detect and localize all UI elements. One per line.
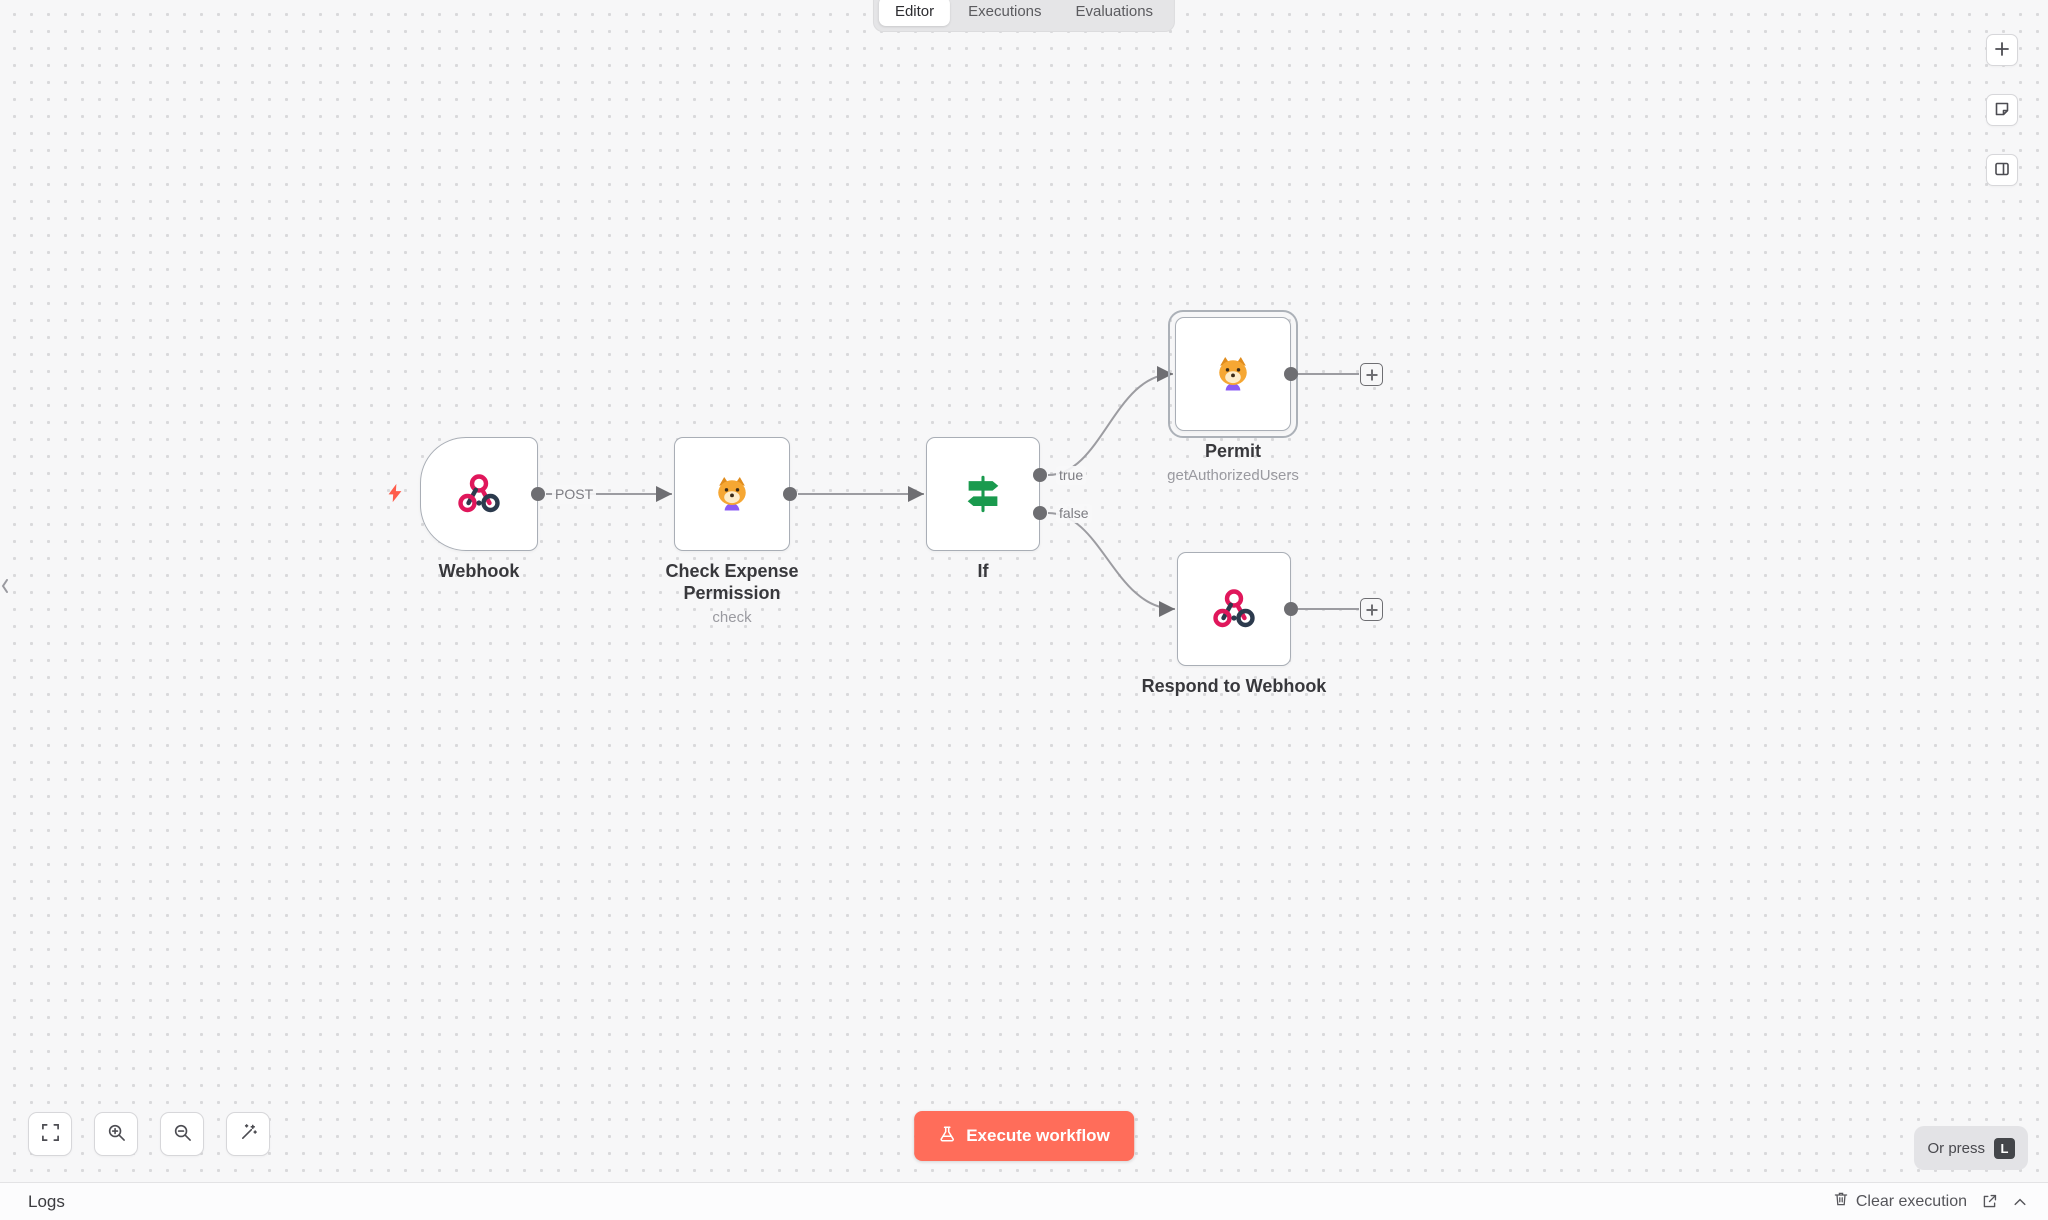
signpost-icon <box>960 471 1006 517</box>
zoom-in-icon <box>107 1123 126 1145</box>
magic-wand-icon <box>239 1123 258 1145</box>
logs-panel-title[interactable]: Logs <box>28 1191 65 1211</box>
tab-editor[interactable]: Editor <box>878 0 951 26</box>
add-node-button[interactable] <box>1360 598 1383 621</box>
output-port[interactable] <box>783 487 797 501</box>
node-respond-to-webhook[interactable]: Respond to Webhook <box>1142 552 1326 696</box>
node-subtitle: getAuthorizedUsers <box>1167 467 1299 484</box>
flask-icon <box>938 1125 956 1148</box>
node-title: Webhook <box>438 561 520 581</box>
zoom-to-fit-icon <box>41 1123 60 1145</box>
execute-workflow-button[interactable]: Execute workflow <box>914 1111 1134 1161</box>
tab-executions[interactable]: Executions <box>952 0 1057 26</box>
webhook-icon <box>455 470 503 518</box>
add-sticky-note-button[interactable] <box>1986 94 2018 126</box>
node-title: Permit getAuthorizedUsers <box>1167 440 1299 487</box>
keyboard-key-badge: L <box>1994 1137 2015 1159</box>
connection-if-true-permit[interactable] <box>1047 366 1174 476</box>
logs-panel-bar: Logs Clear execution <box>0 1182 2048 1220</box>
output-port[interactable] <box>531 487 545 501</box>
node-title: If <box>977 561 989 581</box>
workflow-canvas[interactable] <box>0 0 2048 1182</box>
toggle-panel-button[interactable] <box>1986 154 2018 186</box>
canvas-side-tools <box>1986 34 2018 186</box>
node-webhook[interactable]: Webhook <box>420 437 545 581</box>
output-port[interactable] <box>1284 602 1298 616</box>
node-permit[interactable]: Permit getAuthorizedUsers <box>1167 310 1299 484</box>
collapse-sidebar-handle[interactable] <box>0 575 14 597</box>
tab-evaluations[interactable]: Evaluations <box>1060 0 1170 26</box>
node-title: Respond to Webhook <box>1141 676 1327 696</box>
node-if[interactable]: If <box>926 437 1047 581</box>
lightning-icon <box>384 482 406 509</box>
dog-icon <box>710 472 754 516</box>
execute-workflow-label: Execute workflow <box>966 1126 1110 1145</box>
connection-if-false-respond[interactable] <box>1047 512 1176 617</box>
clear-execution-button[interactable]: Clear execution <box>1833 1191 1967 1212</box>
dog-icon <box>1211 352 1255 396</box>
shortcut-tooltip-text: Or press <box>1927 1139 1985 1157</box>
zoom-out-button[interactable] <box>160 1112 204 1156</box>
canvas-zoom-controls <box>28 1112 270 1156</box>
output-port[interactable] <box>1284 367 1298 381</box>
add-node-button[interactable] <box>1360 363 1383 386</box>
zoom-to-fit-button[interactable] <box>28 1112 72 1156</box>
output-port-true[interactable] <box>1033 467 1047 482</box>
zoom-out-icon <box>173 1123 192 1145</box>
plus-icon <box>1994 41 2010 60</box>
connection-label-false: false <box>1056 504 1092 523</box>
connection-label-post: POST <box>552 485 597 504</box>
panel-toggle-icon <box>1994 161 2010 180</box>
add-node-panel-button[interactable] <box>1986 34 2018 66</box>
chevron-up-icon[interactable] <box>2012 1194 2028 1210</box>
node-subtitle: check <box>712 609 752 626</box>
node-check-expense-permission[interactable]: Check Expense Permission check <box>665 437 799 626</box>
trash-icon <box>1833 1191 1849 1212</box>
connection-label-true: true <box>1056 466 1087 485</box>
shortcut-tooltip: Or press L <box>1914 1126 2028 1170</box>
output-port-false[interactable] <box>1033 506 1047 521</box>
logs-panel-actions: Clear execution <box>1833 1191 2028 1212</box>
pop-out-icon[interactable] <box>1981 1193 1998 1210</box>
clear-execution-label: Clear execution <box>1855 1192 1967 1210</box>
node-title: Check Expense Permission check <box>645 560 820 629</box>
webhook-icon <box>1210 585 1258 633</box>
view-tabs: Editor Executions Evaluations <box>872 0 1176 32</box>
tidy-up-button[interactable] <box>226 1112 270 1156</box>
sticky-note-icon <box>1994 101 2010 120</box>
zoom-in-button[interactable] <box>94 1112 138 1156</box>
